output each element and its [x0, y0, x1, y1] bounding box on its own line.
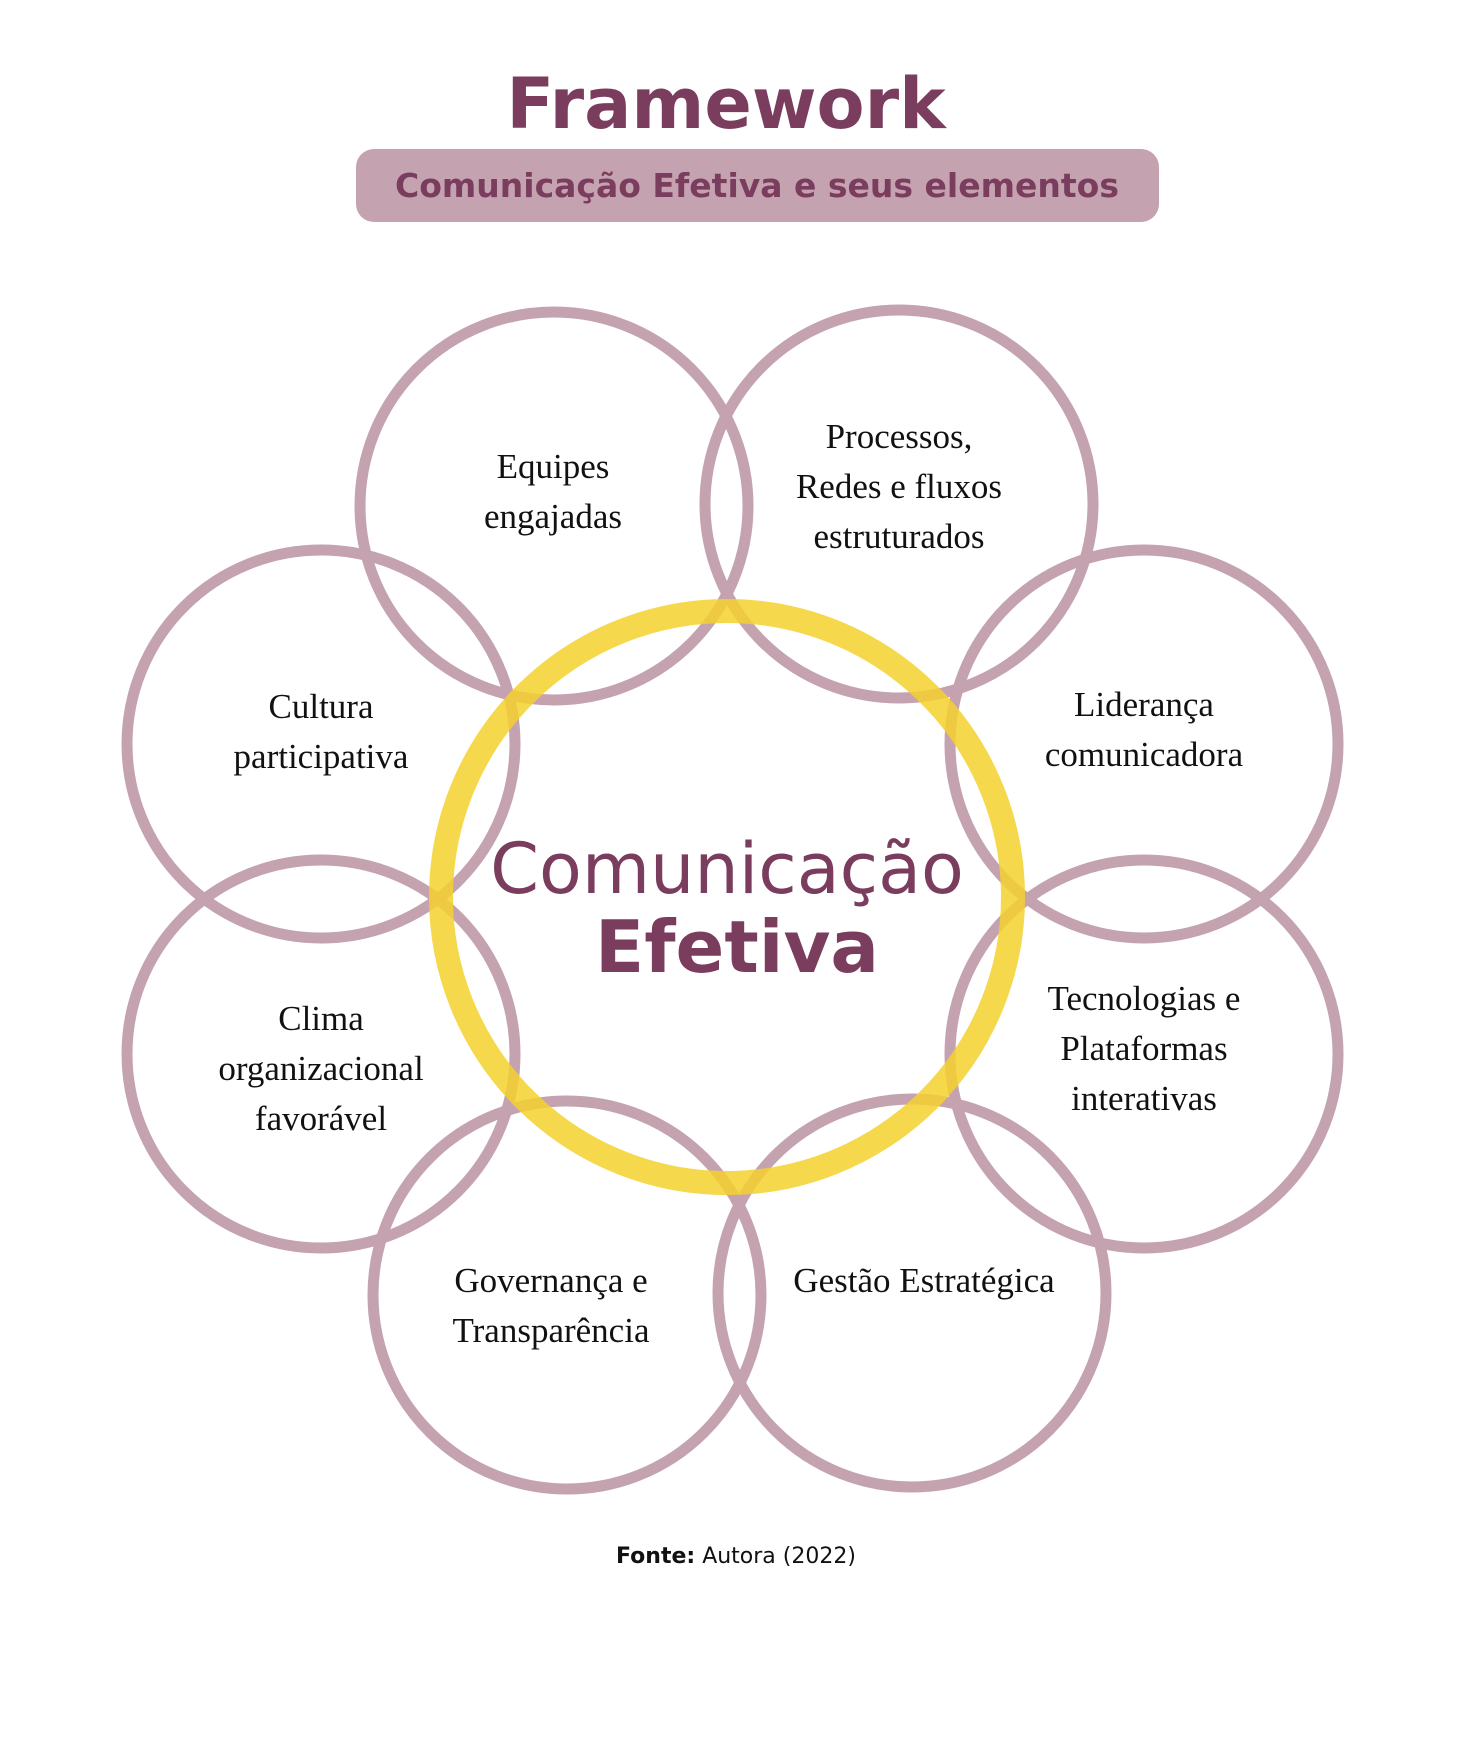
- label-line: engajadas: [484, 497, 622, 536]
- label-line: estruturados: [813, 517, 984, 556]
- element-circle-cultura: [121, 544, 521, 944]
- element-labels: Equipes engajadas Processos, Redes e fluxos…: [218, 417, 1243, 1350]
- label-line: Transparência: [453, 1311, 650, 1350]
- label-line: Tecnologias e: [1048, 979, 1241, 1018]
- element-circle-clima: [121, 854, 521, 1254]
- element-label-equipes: Equipes engajadas: [484, 447, 622, 536]
- element-label-tecnologias: Tecnologias e Plataformas interativas: [1048, 979, 1241, 1118]
- element-label-cultura: Cultura participativa: [234, 687, 409, 776]
- element-circle-processos: [699, 304, 1099, 704]
- label-line: Processos,: [826, 417, 973, 456]
- element-circle-gestao: [712, 1093, 1112, 1493]
- label-line: Clima: [278, 999, 364, 1038]
- subtitle-pill: [356, 149, 1159, 222]
- label-line: Equipes: [497, 447, 610, 486]
- source-value: Autora (2022): [702, 1544, 856, 1569]
- element-circle-lideranca: [944, 544, 1344, 944]
- element-label-governanca: Governança e Transparência: [453, 1261, 650, 1350]
- label-line: participativa: [234, 737, 409, 776]
- label-line: Governança e: [454, 1261, 647, 1300]
- center-title-line2: Efetiva: [595, 905, 879, 989]
- source-label: Fonte:: [616, 1544, 695, 1569]
- label-line: comunicadora: [1045, 735, 1244, 774]
- center-title-line1: Comunicação: [490, 828, 964, 910]
- element-label-processos: Processos, Redes e fluxos estruturados: [796, 417, 1002, 556]
- element-circles: [121, 304, 1344, 1495]
- element-circle-tecnologias: [944, 854, 1344, 1254]
- label-line: Redes e fluxos: [796, 467, 1002, 506]
- element-label-gestao: Gestão Estratégica: [793, 1261, 1055, 1300]
- element-label-clima: Clima organizacional favorável: [218, 999, 424, 1138]
- label-line: Liderança: [1074, 685, 1214, 724]
- label-line: organizacional: [218, 1049, 424, 1088]
- element-circle-equipes: [354, 306, 754, 706]
- label-line: interativas: [1071, 1079, 1217, 1118]
- source-note: Fonte: Autora (2022): [616, 1544, 856, 1569]
- label-line: Plataformas: [1060, 1029, 1227, 1068]
- element-circle-governanca: [367, 1095, 767, 1495]
- subtitle: Comunicação Efetiva e seus elementos: [395, 166, 1119, 205]
- title: Framework: [506, 63, 947, 145]
- label-line: favorável: [255, 1099, 387, 1138]
- label-line: Cultura: [269, 687, 374, 726]
- element-label-lideranca: Liderança comunicadora: [1045, 685, 1244, 774]
- center-ring: [429, 599, 1025, 1195]
- label-line: Gestão Estratégica: [793, 1261, 1055, 1300]
